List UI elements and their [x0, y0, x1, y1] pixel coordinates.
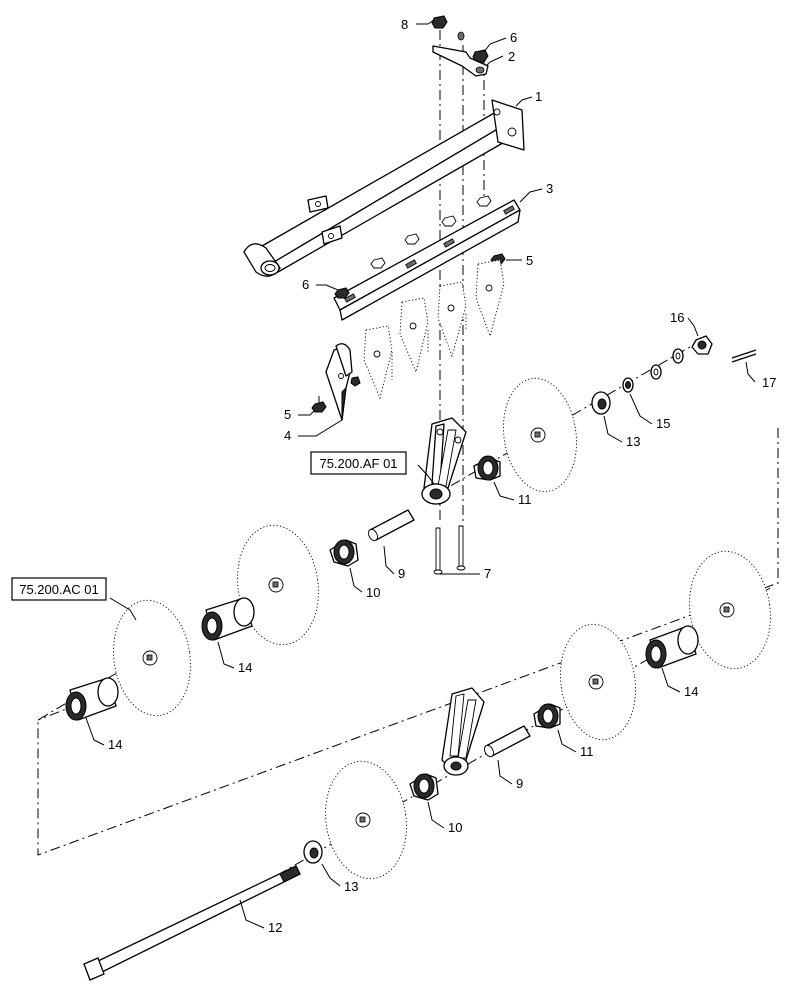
callout-14-c: 14 [684, 684, 698, 699]
callout-10-lower: 10 [448, 820, 462, 835]
reference-label: 75.200.AC 01 [19, 582, 99, 597]
tube-spacer-9-lower[interactable] [483, 725, 531, 758]
callout-5-right: 5 [526, 253, 533, 268]
callout-6-top: 6 [510, 30, 517, 45]
callout-9-lower: 9 [516, 776, 523, 791]
bearing-hanger-upper[interactable] [421, 417, 467, 505]
hex-nut-8[interactable] [431, 15, 448, 29]
bracket-2[interactable] [432, 31, 489, 77]
callout-17: 17 [762, 375, 776, 390]
callout-numbers: 8 6 2 1 3 5 6 5 4 16 17 15 13 11 7 9 10 … [108, 17, 776, 935]
tube-spacer-9-upper[interactable] [367, 509, 415, 542]
spacer-spool-11-upper[interactable] [473, 455, 501, 481]
spacer-spool-11-lower[interactable] [533, 703, 561, 729]
callout-1: 1 [535, 89, 542, 104]
disc-blade-lower[interactable] [318, 756, 414, 884]
callout-5-left: 5 [284, 407, 291, 422]
washer-extra-b[interactable] [672, 348, 684, 364]
carriage-bolts-7[interactable] [433, 525, 466, 575]
disc-blade-upper-right[interactable] [496, 374, 583, 497]
cotter-pin-17[interactable] [731, 349, 757, 363]
disc-blade-mid-left[interactable] [230, 520, 326, 650]
reference-label: 75.200.AF 01 [319, 456, 397, 471]
bearing-spool-14-a[interactable] [201, 597, 255, 641]
bar-nuts [334, 195, 492, 299]
bearing-spool-14-c[interactable] [645, 625, 699, 669]
callout-7: 7 [484, 566, 491, 581]
callout-16: 16 [670, 310, 684, 325]
gang-nut-16[interactable] [691, 335, 713, 355]
bearing-spool-14-b[interactable] [65, 677, 119, 721]
leader-lines [85, 19, 756, 929]
callout-11-lower: 11 [580, 744, 594, 759]
gang-bolt-12[interactable] [83, 865, 301, 981]
callout-2: 2 [508, 49, 515, 64]
callout-12: 12 [268, 920, 282, 935]
callout-10-upper: 10 [366, 585, 380, 600]
callout-8: 8 [401, 17, 408, 32]
reference-box-75-200-af-01[interactable]: 75.200.AF 01 [310, 451, 407, 475]
washer-13-upper[interactable] [591, 391, 611, 415]
washer-extra-a[interactable] [650, 364, 662, 380]
washer-13-lower[interactable] [303, 840, 323, 864]
callout-9-upper: 9 [398, 566, 405, 581]
scraper-blades-ghost [363, 259, 505, 400]
disc-blade-far-left[interactable] [106, 595, 197, 720]
bearing-hanger-lower[interactable] [441, 687, 485, 776]
callout-13-lower: 13 [344, 879, 358, 894]
callout-11-upper: 11 [518, 492, 532, 507]
disc-blade-far-right[interactable] [682, 546, 778, 674]
callout-6-left: 6 [302, 277, 309, 292]
spacer-spool-10-upper[interactable] [329, 539, 359, 567]
reference-box-75-200-ac-01[interactable]: 75.200.AC 01 [11, 577, 107, 601]
callout-15: 15 [656, 416, 670, 431]
washer-15[interactable] [622, 377, 634, 393]
main-frame-tube-1[interactable] [243, 99, 525, 277]
callout-14-b: 14 [108, 737, 122, 752]
callout-3: 3 [546, 181, 553, 196]
spacer-spool-10-lower[interactable] [409, 773, 439, 801]
callout-14-a: 14 [238, 660, 252, 675]
bolt-5-left[interactable] [311, 396, 327, 413]
callout-4: 4 [284, 428, 291, 443]
disc-blade-mid-right[interactable] [553, 619, 642, 744]
callout-13-upper: 13 [626, 434, 640, 449]
scraper-blade-4[interactable] [325, 343, 361, 421]
scraper-mounting-bar-3[interactable] [333, 199, 521, 321]
